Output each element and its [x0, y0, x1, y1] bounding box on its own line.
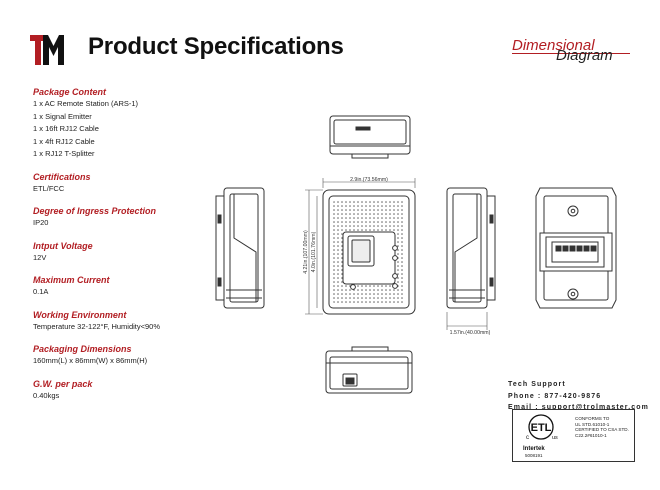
spec-package-content: Package Content 1 x AC Remote Station (A…: [33, 86, 223, 161]
spec-maximum-current: Maximum Current 0.1A: [33, 274, 223, 299]
spec-ingress-protection: Degree of Ingress Protection IP20: [33, 205, 223, 230]
depth-dimension: [446, 312, 488, 330]
spec-value: 1 x 16ft RJ12 Cable: [33, 124, 99, 133]
spec-packaging-dimensions: Packaging Dimensions 160mm(L) x 86mm(W) …: [33, 343, 223, 368]
spec-heading: Certifications: [33, 171, 91, 182]
depth-dimension-label: 1.57in.(40.00mm): [450, 330, 491, 336]
spec-heading: Package Content: [33, 87, 107, 97]
diagram-title-line1: Dimensional: [512, 37, 595, 54]
width-dimension-label: 2.9in.(73.56mm): [350, 177, 388, 183]
spec-heading: Maximum Current: [33, 275, 110, 285]
spec-value: 1 x RJ12 T-Splitter: [33, 149, 95, 158]
certification-box: ETL c us Intertek 5008191 CONFORMS TO UL…: [512, 409, 635, 462]
certification-line: CERTIFIED TO CSA STD.: [575, 427, 629, 433]
diagram-title-underline: [512, 53, 630, 54]
spec-heading: Packaging Dimensions: [33, 344, 132, 354]
support-email[interactable]: Email : support@trolmaster.com: [508, 404, 649, 411]
certification-line: CONFORMS TO: [575, 416, 610, 421]
certification-line: C22.2#61010-1: [575, 432, 607, 438]
support-phone[interactable]: Phone : 877-420-9876: [508, 392, 602, 400]
spec-heading: Intput Voltage: [33, 240, 93, 251]
support-heading: Tech Support: [508, 381, 566, 388]
spec-value: 12V: [33, 252, 47, 262]
spec-heading: Degree of Ingress Protection: [33, 206, 157, 216]
left-side-view: [215, 187, 265, 309]
brand-logo: [30, 35, 64, 65]
certification-number: 5008191: [525, 453, 543, 458]
spec-list: Package Content 1 x AC Remote Station (A…: [33, 86, 223, 402]
spec-gross-weight: G.W. per pack 0.40kgs: [33, 378, 223, 403]
certification-line: UL STD.61010-1: [575, 421, 610, 427]
spec-value: 1 x AC Remote Station (ARS-1): [33, 99, 139, 108]
spec-heading: Working Environment: [33, 309, 127, 320]
spec-heading: G.W. per pack: [33, 378, 93, 389]
height-outer-label: 4.21in.(107.00mm): [303, 230, 309, 274]
height-inner-label: 4.0in.(101.76mm): [311, 231, 317, 272]
spec-value: IP20: [33, 218, 49, 227]
diagram-title-line2: Diagram: [556, 47, 613, 64]
right-side-view: [446, 187, 496, 309]
spec-value: 0.40kgs: [33, 390, 60, 400]
etl-mark-icon: ETL c us: [526, 414, 558, 441]
spec-value: 1 x Signal Emitter: [33, 111, 92, 121]
spec-certifications: Certifications ETL/FCC: [33, 171, 223, 196]
spec-working-environment: Working Environment Temperature 32-122°F…: [33, 309, 223, 334]
spec-value: Temperature 32-122°F, Humidity<90%: [33, 321, 161, 331]
etl-mark-us: us: [552, 435, 558, 441]
intertek-brand: Intertek: [523, 446, 545, 452]
spec-value: 1 x 4ft RJ12 Cable: [33, 136, 95, 146]
certification-text: CONFORMS TO UL STD.61010-1 CERTIFIED TO …: [575, 416, 633, 438]
dimensional-diagram-title: Dimensional Diagram: [512, 37, 642, 69]
etl-mark-letters: ETL: [531, 422, 552, 434]
height-dimension: [305, 189, 323, 315]
spec-value: ETL/FCC: [33, 183, 65, 193]
spec-value: 0.1A: [33, 287, 49, 296]
back-view: [535, 187, 617, 309]
front-view: [322, 189, 416, 315]
etl-mark-c: c: [526, 435, 529, 441]
spec-value: 160mm(L) x 86mm(W) x 86mm(H): [33, 356, 148, 365]
top-view: [329, 115, 411, 159]
page-title: Product Specifications: [88, 33, 344, 60]
spec-input-voltage: Intput Voltage 12V: [33, 240, 223, 265]
bottom-view: [325, 346, 413, 394]
tech-support-info: Tech Support Phone : 877-420-9876 Email …: [508, 379, 649, 414]
width-dimension: [322, 178, 416, 188]
